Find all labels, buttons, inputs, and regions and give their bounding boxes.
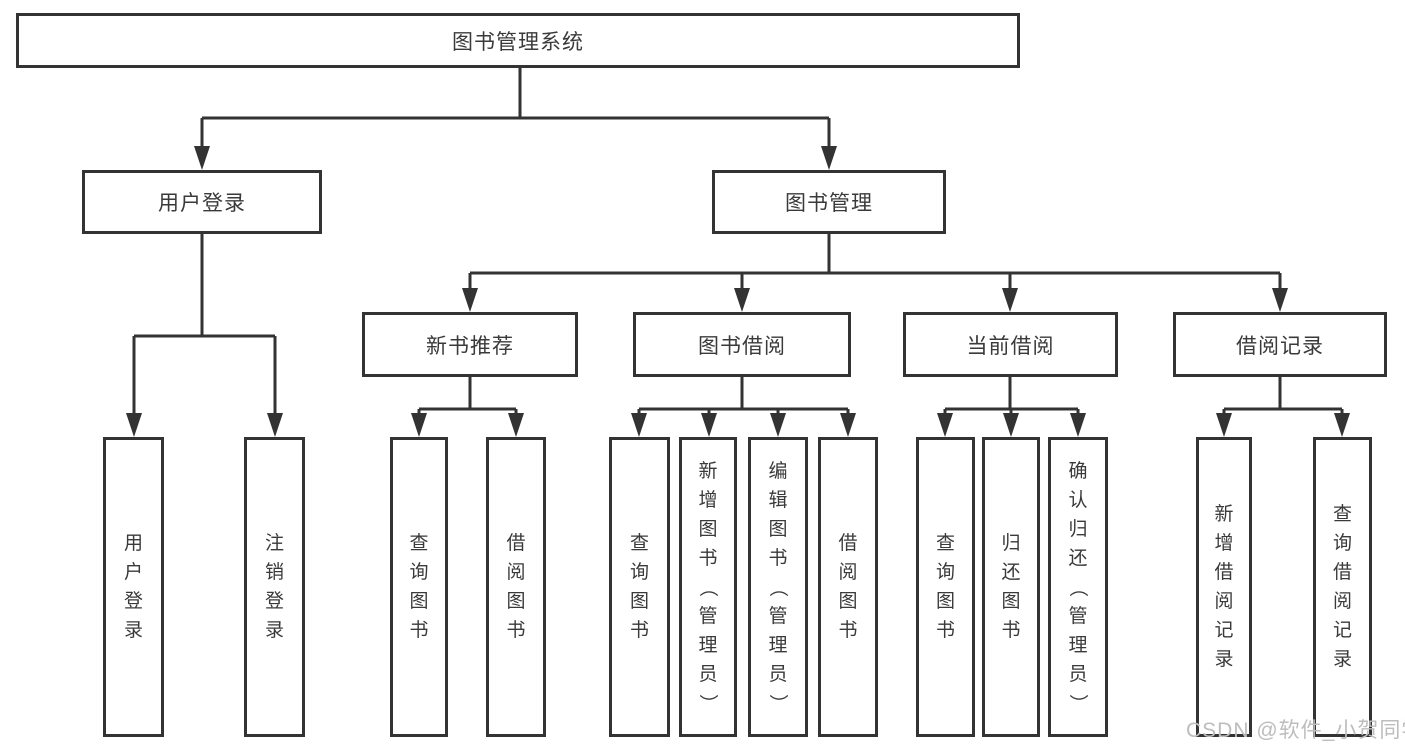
node-user-login: 用户登录 [82,170,322,234]
node-root-system: 图书管理系统 [16,13,1020,68]
node-book-borrow-label: 图书借阅 [698,334,786,358]
node-book-management: 图书管理 [712,170,946,234]
leaf-query-borrow-record-label: 查询借阅记录 [1332,504,1352,670]
leaf-borrow-query-books: 查询图书 [609,437,670,737]
leaf-recommend-borrow-books: 借阅图书 [486,437,546,737]
leaf-confirm-return-admin-label: 确认归还（管理员） [1067,460,1089,713]
arrowheads [126,146,1350,437]
leaf-edit-books-admin-label: 编辑图书（管理员） [767,460,789,713]
leaf-logout-login: 注销登录 [244,437,305,737]
node-root-label: 图书管理系统 [452,30,584,54]
node-book-management-label: 图书管理 [785,192,873,215]
leaf-recommend-query-books-label: 查询图书 [409,533,429,641]
leaf-current-query-books-label: 查询图书 [935,533,955,641]
node-user-login-label: 用户登录 [158,192,246,215]
leaf-recommend-query-books: 查询图书 [390,437,448,737]
node-new-book-recommend: 新书推荐 [362,312,578,377]
leaf-current-query-books: 查询图书 [916,437,975,737]
node-current-borrow-label: 当前借阅 [966,334,1055,358]
leaf-add-borrow-record: 新增借阅记录 [1196,437,1252,737]
leaf-return-books: 归还图书 [982,437,1040,737]
node-borrow-records-label: 借阅记录 [1236,334,1324,358]
node-book-borrow: 图书借阅 [633,312,851,377]
leaf-user-login-label: 用户登录 [123,533,143,641]
leaf-confirm-return-admin: 确认归还（管理员） [1048,437,1108,737]
leaf-edit-books-admin: 编辑图书（管理员） [748,437,808,737]
leaf-add-borrow-record-label: 新增借阅记录 [1214,504,1234,670]
leaf-recommend-borrow-books-label: 借阅图书 [506,533,526,641]
node-new-book-recommend-label: 新书推荐 [426,334,514,358]
watermark: CSDN @软件_小贺同学 [1186,719,1405,742]
node-current-borrow: 当前借阅 [903,312,1118,377]
leaf-return-books-label: 归还图书 [1001,533,1021,641]
leaf-borrow-books-label: 借阅图书 [838,533,858,641]
leaf-user-login: 用户登录 [103,437,164,737]
leaf-add-books-admin: 新增图书（管理员） [679,437,737,737]
leaf-logout-login-label: 注销登录 [264,533,284,641]
leaf-query-borrow-record: 查询借阅记录 [1313,437,1372,737]
leaf-borrow-books: 借阅图书 [818,437,878,737]
node-borrow-records: 借阅记录 [1173,312,1387,377]
leaf-add-books-admin-label: 新增图书（管理员） [697,460,719,713]
leaf-borrow-query-books-label: 查询图书 [629,533,649,641]
